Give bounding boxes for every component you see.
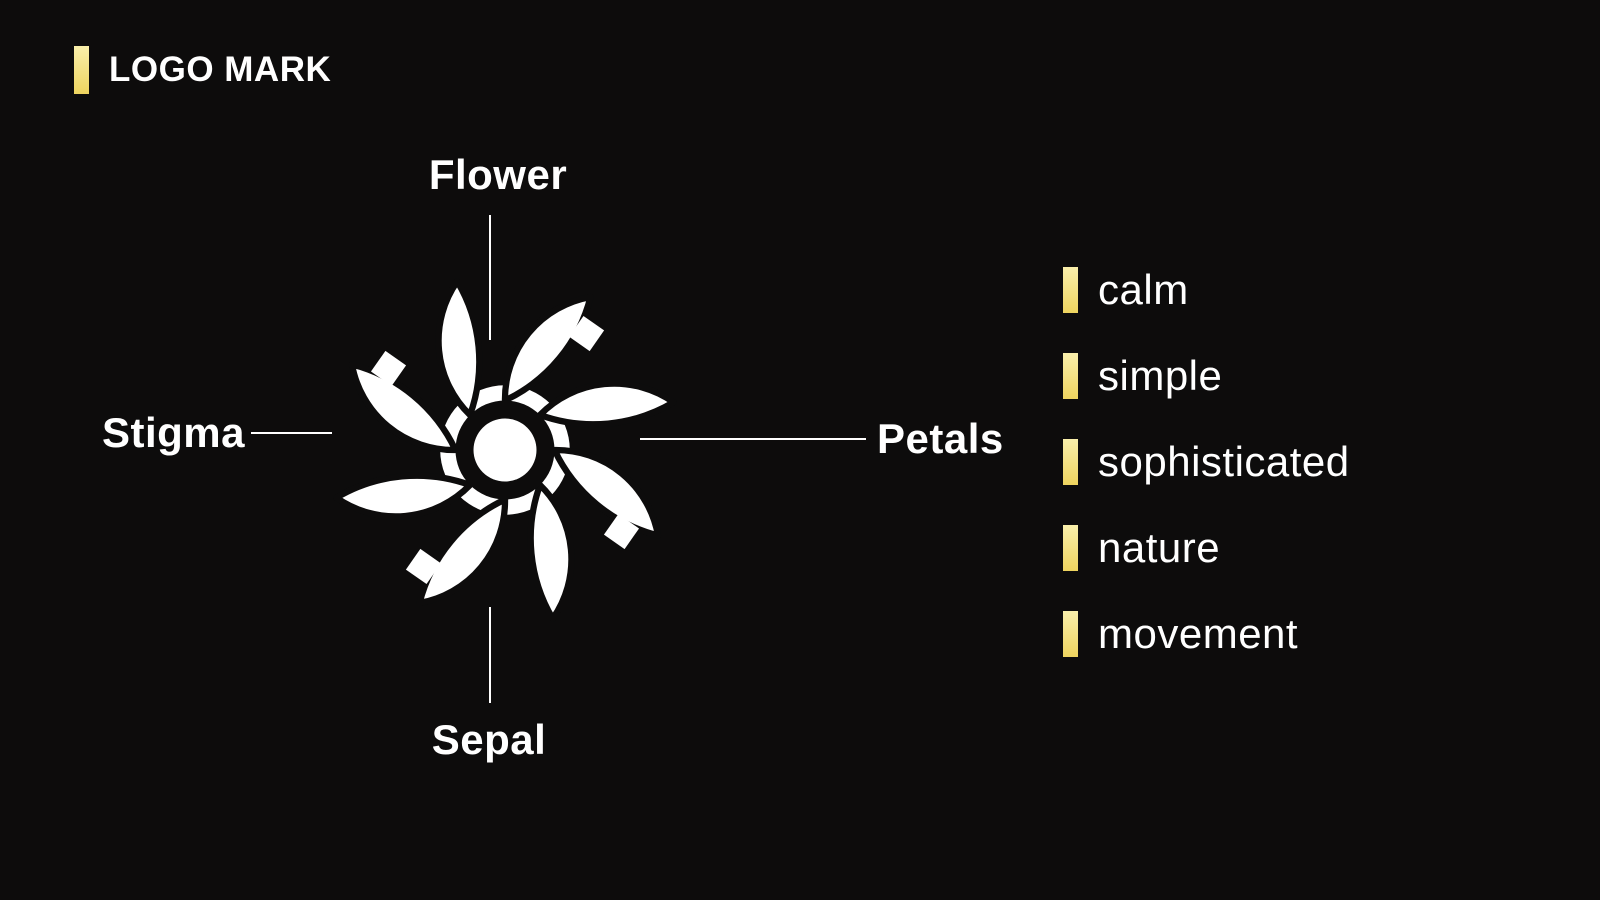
- header-accent-bar: [74, 46, 89, 94]
- keyword-item: movement: [1063, 610, 1350, 658]
- callout-label-flower: Flower: [428, 151, 568, 198]
- keyword-accent-bar: [1063, 353, 1078, 399]
- keyword-item: nature: [1063, 524, 1350, 572]
- keyword-label: nature: [1098, 524, 1221, 571]
- callout-line-petals: [640, 438, 866, 440]
- callout-line-sepal: [489, 607, 491, 703]
- keyword-accent-bar: [1063, 611, 1078, 657]
- callout-line-flower: [489, 215, 491, 340]
- keyword-item: calm: [1063, 266, 1350, 314]
- keyword-label: movement: [1098, 610, 1299, 657]
- keyword-item: sophisticated: [1063, 438, 1350, 486]
- keyword-label: calm: [1098, 266, 1189, 313]
- callout-label-sepal: Sepal: [431, 716, 547, 763]
- flower-petals: [333, 278, 677, 622]
- keyword-label: simple: [1098, 352, 1223, 399]
- callout-label-petals: Petals: [877, 415, 1004, 462]
- flower-logo-icon: [333, 278, 677, 622]
- keyword-item: simple: [1063, 352, 1350, 400]
- flower-square-fragments: [370, 315, 640, 585]
- flower-center-disc: [473, 418, 537, 482]
- keywords-list: calm simple sophisticated nature movemen…: [1063, 266, 1350, 658]
- callout-label-stigma: Stigma: [101, 409, 245, 456]
- flower-logo: [325, 270, 685, 630]
- keyword-accent-bar: [1063, 525, 1078, 571]
- callout-line-stigma: [251, 432, 332, 434]
- keyword-accent-bar: [1063, 267, 1078, 313]
- page-title: LOGO MARK: [109, 50, 332, 89]
- header: LOGO MARK: [74, 46, 331, 94]
- keyword-label: sophisticated: [1098, 438, 1350, 485]
- keyword-accent-bar: [1063, 439, 1078, 485]
